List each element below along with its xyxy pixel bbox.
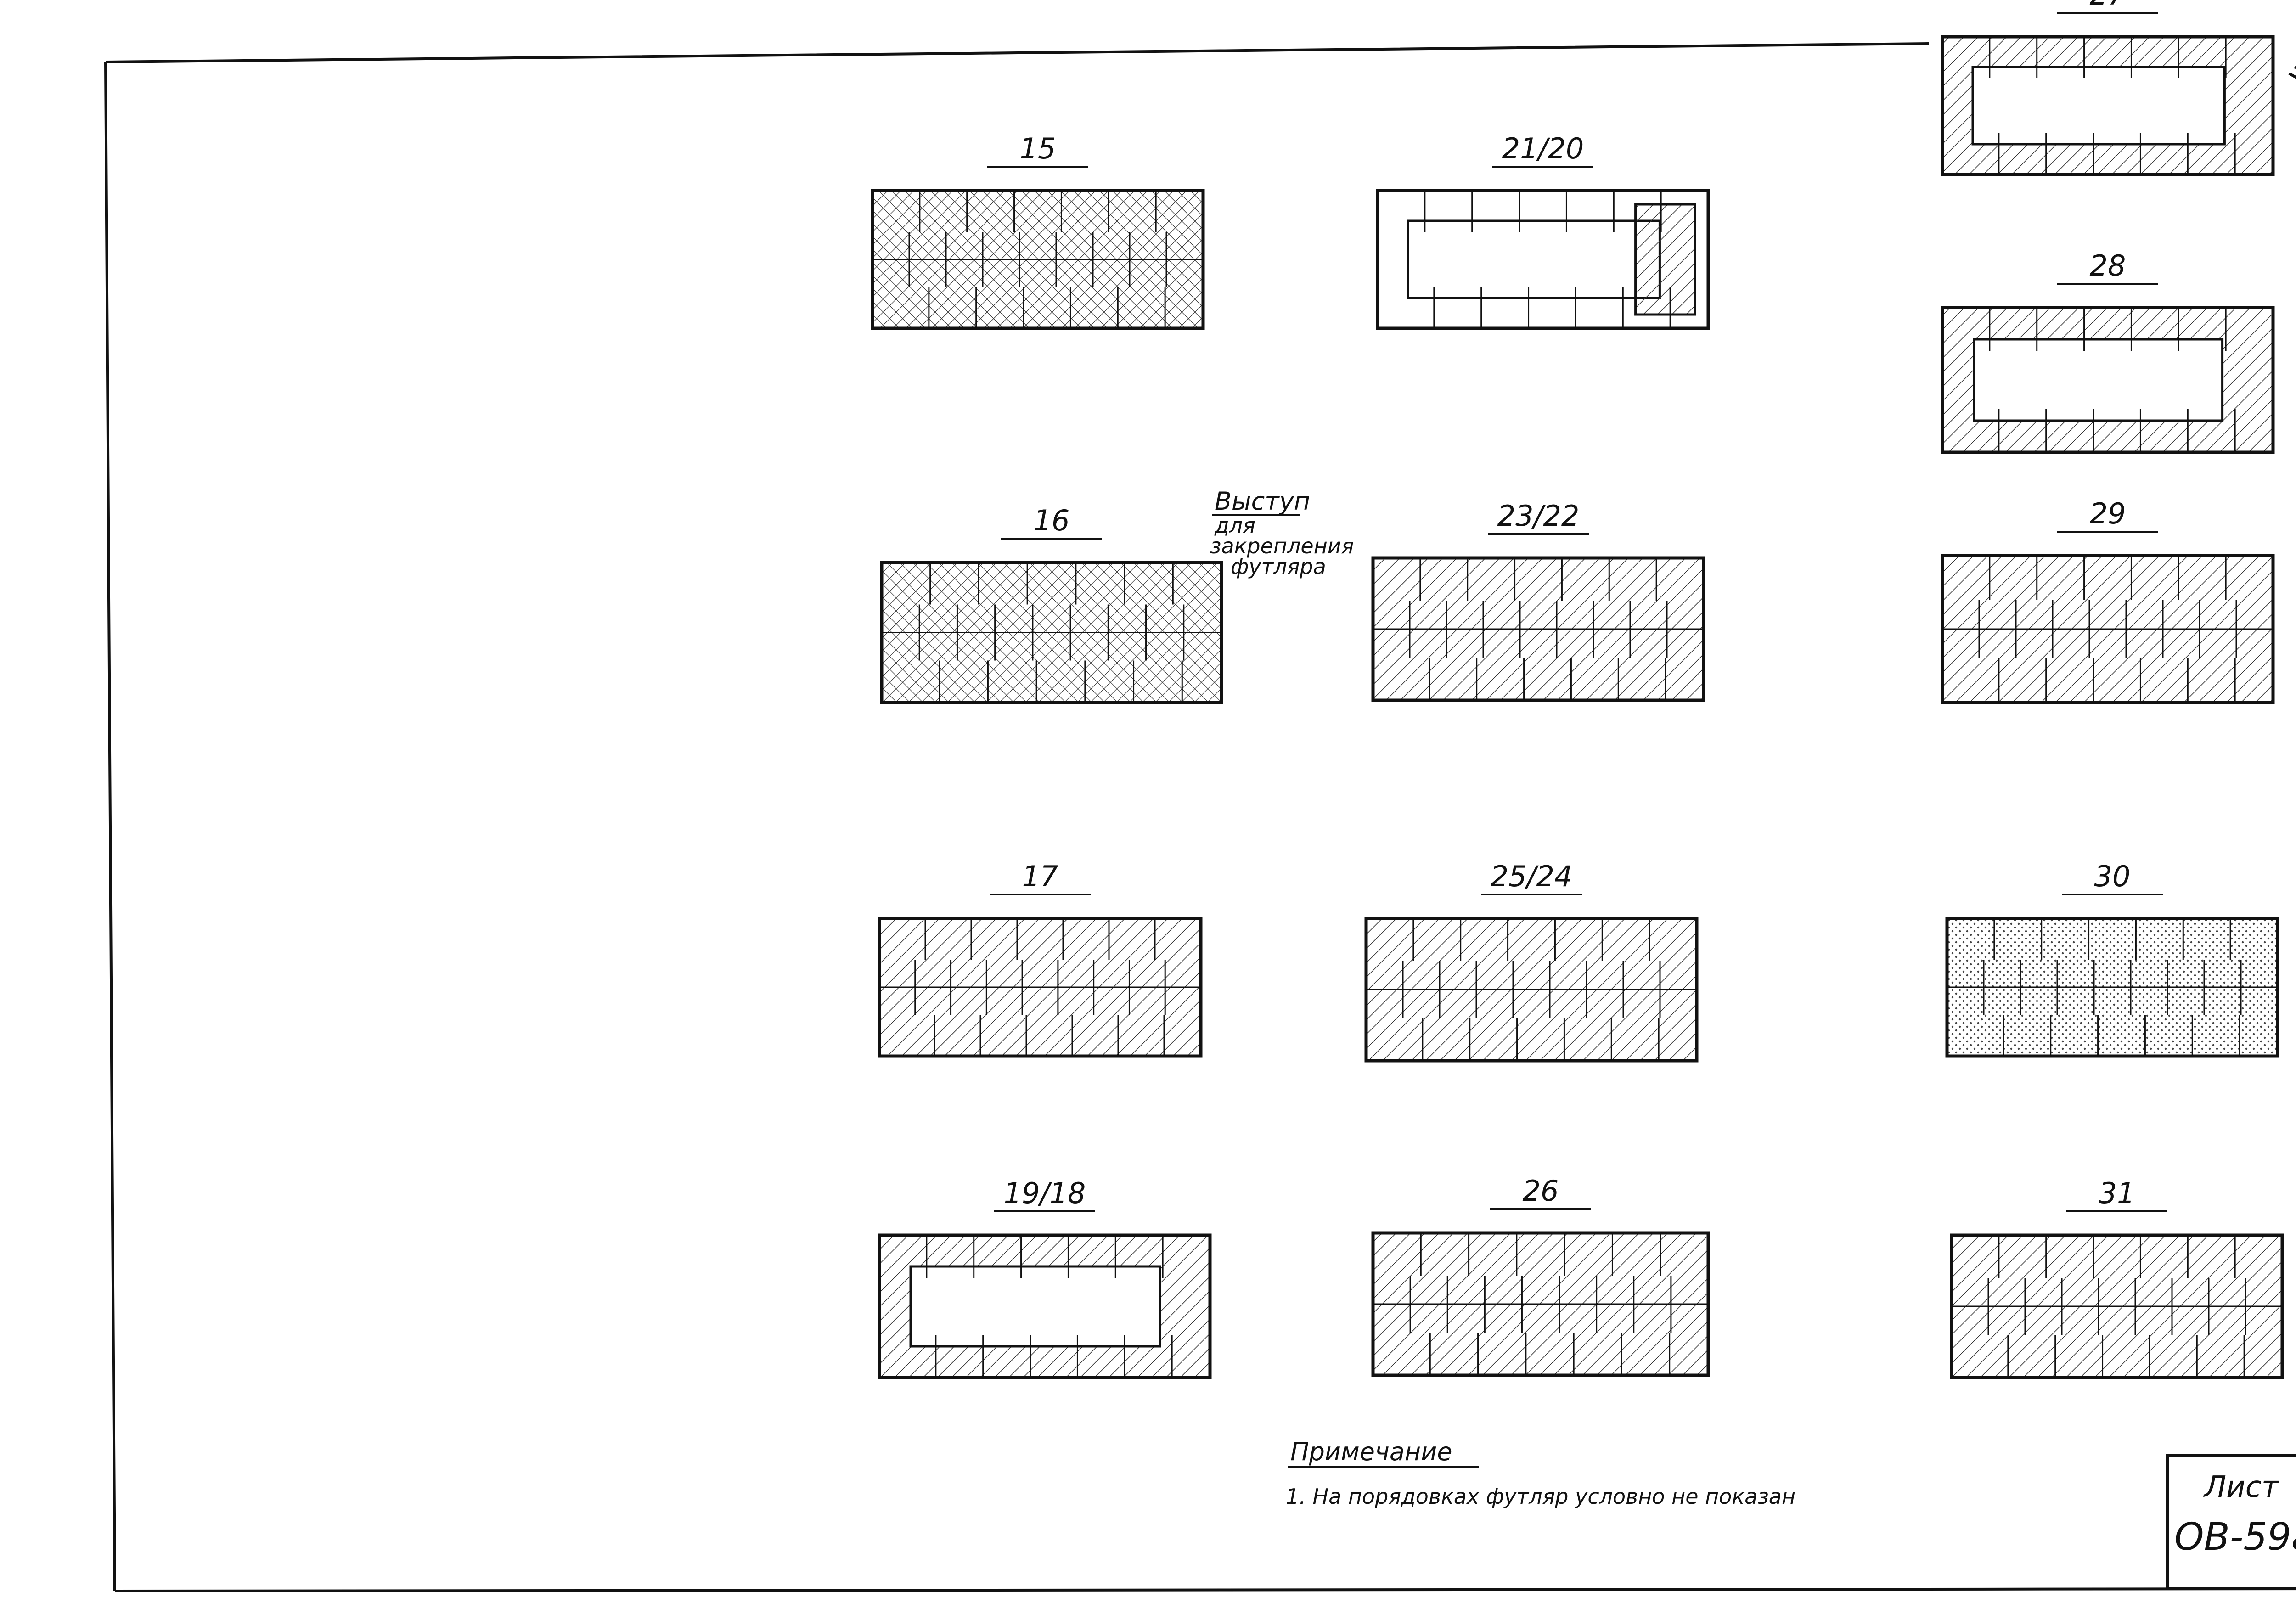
course-15: 15 <box>871 132 1205 330</box>
sheet-frame <box>104 42 2296 1592</box>
corner-sheet-number: 59a <box>2294 44 2296 76</box>
note-block: Примечание 1. На порядовках футляр услов… <box>1286 1437 1795 1509</box>
course-23-22: 23/22 <box>1371 499 1705 702</box>
course-27: 27 <box>1941 0 2275 176</box>
course-label: 26 <box>1523 1174 1559 1208</box>
end-brick <box>1634 203 1696 316</box>
callout-line-3: футляра <box>1231 554 1326 579</box>
course-label: 28 <box>2090 249 2126 282</box>
title-block-code: ОВ-59а <box>2174 1515 2296 1559</box>
callout-title: Выступ <box>1215 487 1310 516</box>
note-item-1: 1. На порядовках футляр условно не показ… <box>1286 1484 1795 1509</box>
title-block-word: Лист <box>2203 1470 2279 1504</box>
callout-line-2: закрепления <box>1210 534 1354 558</box>
course-label: 21/20 <box>1502 132 1584 165</box>
course-cavity <box>1407 219 1661 299</box>
course-19-18: 19/18 <box>878 1176 1212 1379</box>
course-label: 31 <box>2099 1176 2135 1210</box>
course-21-20: 21/20 <box>1376 132 1710 330</box>
course-cavity <box>909 1265 1161 1348</box>
title-block: Лист ОВ-59а <box>2166 1454 2296 1590</box>
course-30: 30 <box>1945 860 2279 1058</box>
course-label: 23/22 <box>1497 499 1580 533</box>
course-cavity <box>1971 66 2226 146</box>
courses: 15 21/20 27 16 23/22 28 17 25/24 29 19/18 26 30 31 <box>871 0 2284 1379</box>
protrusion-callout: Выступ для закрепления футляра <box>1210 487 1354 579</box>
course-label: 15 <box>1020 132 1056 165</box>
course-label: 30 <box>2094 860 2131 893</box>
note-title: Примечание <box>1290 1437 1452 1466</box>
course-cavity <box>1973 338 2224 422</box>
course-label: 19/18 <box>1004 1176 1086 1210</box>
course-29: 29 <box>1941 497 2275 704</box>
course-16: 16 <box>880 504 1223 704</box>
course-31: 31 <box>1950 1176 2284 1379</box>
course-label: 27 <box>2090 0 2126 11</box>
course-25-24: 25/24 <box>1364 860 1699 1063</box>
course-label: 29 <box>2090 497 2126 530</box>
course-26: 26 <box>1371 1174 1710 1377</box>
callout-line-1: для <box>1214 513 1255 538</box>
course-17: 17 <box>878 860 1203 1058</box>
course-28: 28 <box>1941 249 2275 454</box>
course-label: 17 <box>1022 860 1058 893</box>
course-label: 16 <box>1034 504 1070 537</box>
course-label: 25/24 <box>1491 860 1573 893</box>
